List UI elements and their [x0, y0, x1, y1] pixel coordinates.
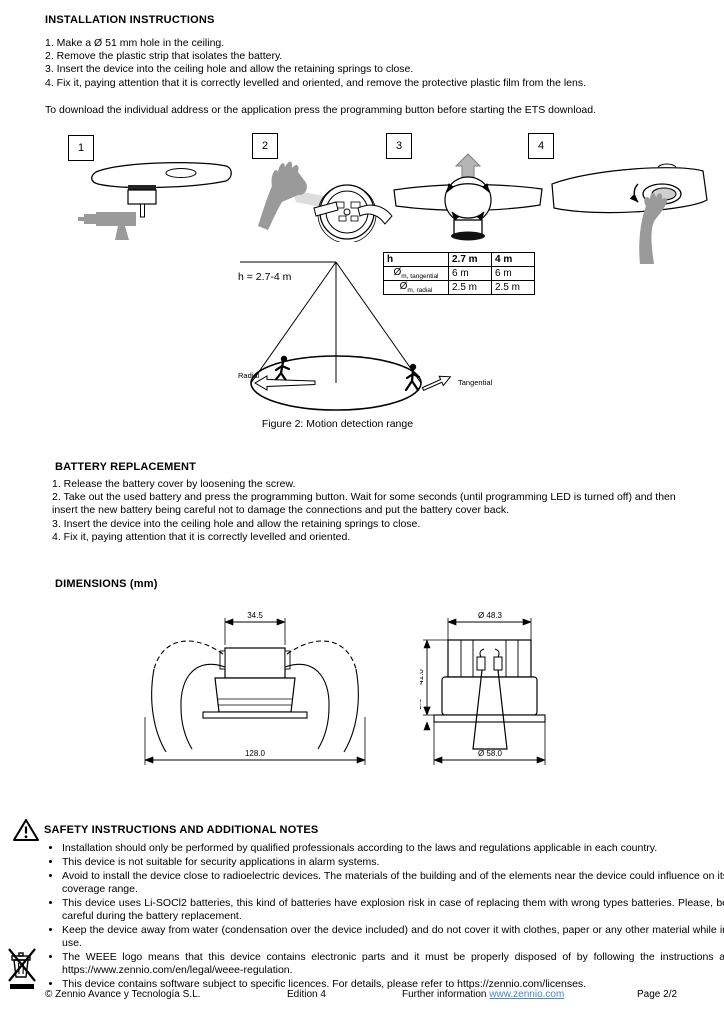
step-number-box-2: 2: [252, 133, 278, 159]
footer-page-number: Page 2/2: [637, 989, 678, 1000]
diameter-subscript: m, tangential: [401, 273, 439, 280]
hand-icon: [639, 193, 668, 264]
walking-person-icon: [272, 355, 291, 384]
up-arrow-icon: [454, 153, 482, 179]
detection-range-table: h 2.7 m 4 m Øm, tangential 6 m 6 m Øm, r…: [383, 252, 535, 295]
dim-top-width: 34.5: [247, 611, 263, 620]
installation-step: 2. Remove the plastic strip that isolate…: [45, 50, 283, 63]
dim-total-width: 128.0: [245, 749, 266, 758]
safety-bullet: This device contains software subject to…: [62, 978, 724, 991]
table-header-row: h 2.7 m 4 m: [383, 252, 535, 267]
step-number: 2: [261, 140, 269, 152]
diameter-symbol: Ø: [399, 281, 408, 292]
col-header-4m: 4 m: [491, 252, 535, 267]
dim-flange: 2.0: [420, 698, 423, 710]
radial-arrow-icon: [254, 375, 316, 391]
step3-insert-illustration: [393, 153, 543, 241]
step4-fix-illustration: [551, 163, 708, 264]
footer-edition: Edition 4: [287, 989, 326, 1000]
installation-step: 3. Insert the device into the ceiling ho…: [45, 63, 414, 76]
footer-copyright: © Zennio Avance y Tecnología S.L.: [45, 989, 201, 1000]
hand-icon: [258, 161, 307, 230]
step-number: 4: [537, 140, 545, 152]
battery-step: 4. Fix it, paying attention that it is c…: [52, 530, 351, 543]
row-label-radial: Øm, radial: [383, 280, 449, 295]
dim-height: 41.0: [420, 669, 425, 685]
step1-drill-illustration: [78, 162, 232, 240]
col-header-h: h: [383, 252, 449, 267]
installation-steps: 1. Make a Ø 51 mm hole in the ceiling. 2…: [45, 37, 685, 90]
warning-icon: [13, 819, 39, 841]
safety-bullets: Installation should only be performed by…: [46, 842, 724, 992]
battery-title: BATTERY REPLACEMENT: [55, 461, 197, 473]
diameter-subscript: m, radial: [407, 287, 433, 294]
col-header-2-7m: 2.7 m: [448, 252, 492, 267]
battery-step: 1. Release the battery cover by loosenin…: [52, 478, 296, 490]
battery-step: 2. Take out the used battery and press t…: [52, 491, 676, 517]
step-number-box-3: 3: [386, 133, 412, 159]
safety-bullet: This device uses Li-SOCl2 batteries, thi…: [62, 897, 724, 923]
battery-steps: 1. Release the battery cover by loosenin…: [52, 478, 700, 544]
safety-bullet: Avoid to install the device close to rad…: [62, 870, 724, 896]
table-row: Øm, tangential 6 m 6 m: [383, 266, 535, 281]
side-view-drawing: Ø 48.3 41.0 2.0 Ø 58.0: [420, 611, 546, 765]
step-number: 1: [77, 142, 85, 154]
detection-range-diagram: h = 2.7-4 m Radial Tangential: [238, 261, 493, 411]
dimensions-title: DIMENSIONS (mm): [55, 578, 158, 590]
tangential-arrow-icon: [421, 375, 452, 392]
cell-value: 2.5 m: [448, 280, 492, 295]
row-label-tangential: Øm, tangential: [383, 266, 449, 281]
zennio-link[interactable]: www.zennio.com: [489, 989, 565, 1000]
drill-icon: [78, 212, 136, 240]
footer-further-info-label: Further information: [402, 989, 490, 1000]
weee-icon: [8, 948, 36, 989]
step-number: 3: [395, 140, 403, 152]
height-label: h = 2.7-4 m: [238, 271, 292, 283]
figure-caption: Figure 2: Motion detection range: [261, 418, 414, 430]
safety-bullet: Installation should only be performed by…: [62, 842, 724, 855]
step-number-box-4: 4: [528, 133, 554, 159]
download-note: To download the individual address or th…: [45, 104, 596, 116]
table-row: Øm, radial 2.5 m 2.5 m: [383, 280, 535, 295]
cell-value: 6 m: [491, 266, 535, 281]
dim-top-diameter: Ø 48.3: [478, 611, 503, 620]
installation-step: 4. Fix it, paying attention that it is c…: [45, 76, 587, 89]
safety-bullet: Keep the device away from water (condens…: [62, 924, 724, 950]
radial-label: Radial: [238, 371, 260, 380]
footer-further-info: Further information www.zennio.com: [402, 989, 564, 1000]
cell-value: 2.5 m: [491, 280, 535, 295]
safety-title: SAFETY INSTRUCTIONS AND ADDITIONAL NOTES: [44, 824, 319, 836]
front-view-drawing: 34.5 16.5 128.0: [144, 611, 366, 765]
step-number-box-1: 1: [68, 135, 94, 161]
safety-bullet: The WEEE logo means that this device con…: [62, 951, 724, 977]
walking-person-icon: [404, 363, 421, 392]
battery-step: 3. Insert the device into the ceiling ho…: [52, 517, 421, 530]
tangential-label: Tangential: [458, 378, 493, 387]
diameter-symbol: Ø: [393, 267, 402, 278]
installation-title: INSTALLATION INSTRUCTIONS: [45, 14, 215, 26]
cell-value: 6 m: [448, 266, 492, 281]
safety-bullet: This device is not suitable for security…: [62, 856, 724, 869]
dim-bottom-diameter: Ø 58.0: [478, 749, 503, 758]
step2-remove-strip-illustration: [258, 161, 393, 242]
installation-step: 1. Make a Ø 51 mm hole in the ceiling.: [45, 37, 225, 49]
